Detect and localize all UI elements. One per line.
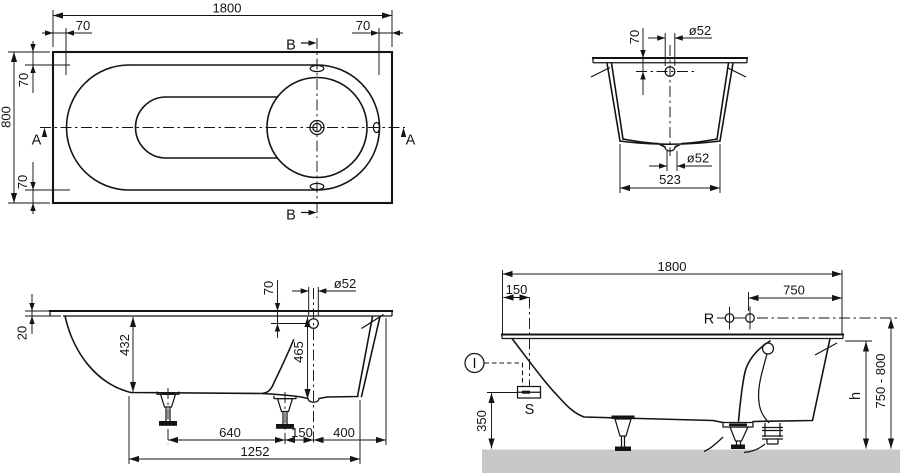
- tub-floor-outline: [134, 96, 278, 159]
- tub-walls: [606, 62, 734, 142]
- dim-label-ss-70: 70: [261, 281, 276, 295]
- dim-inst-supply-offset: 150: [503, 282, 530, 386]
- section-label-b-bottom: B: [286, 208, 296, 224]
- tub-profile: [511, 337, 831, 424]
- wall-break-mark: [814, 342, 838, 356]
- section-marker-a-left: A: [32, 127, 48, 149]
- dim-label-cs-drain-dia: ø52: [687, 151, 709, 166]
- dim-label-inst-150: 150: [506, 282, 528, 297]
- rim-break-marks: [590, 66, 747, 78]
- dim-plan-inset-left-top: 70: [16, 41, 70, 93]
- inner-end-wall: [737, 340, 771, 422]
- dim-label-ss-640: 640: [219, 425, 241, 440]
- inner-end-wall: [261, 339, 295, 395]
- dim-ss-bottom: 640 150 400 1252: [128, 318, 387, 464]
- dim-label-inset-top-left: 70: [76, 18, 90, 33]
- dim-plan-length: 1800: [52, 1, 393, 47]
- plan-view: A A B B 1800 70: [0, 1, 416, 224]
- tub-bottom: [619, 138, 721, 148]
- supply-label: S: [525, 402, 535, 418]
- installation-view: R I S 1800 150: [464, 259, 900, 473]
- dim-label-inset-top-right: 70: [356, 18, 370, 33]
- dim-label-inst-350: 350: [474, 410, 489, 432]
- drain-recess: [307, 398, 320, 403]
- dim-plan-inset-left-bottom: 70: [15, 162, 70, 214]
- dim-label-inset-left-bottom: 70: [15, 175, 30, 189]
- dim-inst-height-range: 750 - 800: [873, 318, 895, 449]
- dim-ss-overflow-offset: 70: [261, 280, 307, 338]
- section-marker-b-top: B: [286, 38, 317, 54]
- inlet-symbol: I: [464, 352, 524, 386]
- overflow-hole: [761, 342, 775, 355]
- dim-cs-overflow-offset: 70: [627, 28, 646, 95]
- supply-box: S: [516, 385, 542, 418]
- side-section-view: 20 432 70 ø52 465: [15, 276, 394, 464]
- dim-label-ss-1252: 1252: [241, 444, 270, 459]
- dim-ss-depth: 432: [117, 317, 137, 392]
- dim-inst-length: 1800: [502, 259, 843, 334]
- dim-plan-inset-top-left: 70: [42, 18, 92, 75]
- dim-label-inst-750: 750: [783, 283, 805, 298]
- floor-slab: [482, 449, 900, 473]
- dim-inst-fitting-offset: 750: [748, 283, 842, 311]
- foot-right: [273, 392, 297, 444]
- dim-label-plan-length: 1800: [213, 1, 242, 16]
- dim-label-cs-overflow-dia: ø52: [689, 23, 711, 38]
- dim-label-inst-range: 750 - 800: [873, 354, 888, 409]
- overflow-cable: [757, 353, 770, 424]
- cross-section-view: 70 ø52 ø52 523: [590, 23, 749, 193]
- dim-label-inst-1800: 1800: [658, 259, 687, 274]
- dim-label-ss-400: 400: [333, 425, 355, 440]
- drain-trap: [703, 423, 783, 454]
- dim-inst-supply-height: 350: [474, 392, 518, 449]
- dim-cs-drain-dia: ø52: [649, 151, 712, 171]
- section-label-a-right: A: [406, 133, 416, 149]
- foot-left: [611, 415, 635, 451]
- section-marker-b-bottom: B: [286, 208, 317, 224]
- drain-foot: [722, 421, 754, 449]
- dim-label-plan-width: 800: [0, 106, 14, 128]
- section-label-b-top: B: [286, 38, 296, 54]
- dim-label-ss-150: 150: [291, 425, 313, 440]
- fitting-label: R: [704, 312, 714, 328]
- dim-label-cs-base-width: 523: [659, 172, 681, 187]
- wall-break-mark: [361, 313, 384, 330]
- section-label-a-left: A: [32, 133, 42, 149]
- dim-label-inset-left-top: 70: [16, 73, 31, 87]
- dim-ss-overflow-dia: ø52: [292, 276, 356, 316]
- dim-label-ss-432: 432: [117, 334, 132, 356]
- tub-profile: [64, 315, 381, 400]
- foot-left: [156, 388, 180, 444]
- inlet-label: I: [472, 356, 476, 372]
- dim-inst-height: h: [845, 340, 872, 449]
- dim-label-inst-h: h: [848, 392, 864, 400]
- dim-ss-overflow-depth: 465: [291, 317, 311, 399]
- dim-cs-base-width: 523: [619, 144, 721, 193]
- dim-label-cs-70: 70: [627, 30, 642, 44]
- fitting-positions: R: [704, 306, 897, 330]
- dim-plan-width: 800: [0, 51, 50, 204]
- dim-label-ss-dia: ø52: [334, 276, 356, 291]
- dim-ss-rim-thickness: 20: [15, 294, 61, 340]
- dim-label-ss-465: 465: [291, 341, 306, 363]
- section-marker-a-right: A: [400, 127, 416, 149]
- dim-plan-inset-top-right: 70: [352, 18, 403, 75]
- dim-cs-overflow-dia: ø52: [648, 23, 712, 66]
- dim-label-ss-20: 20: [15, 326, 30, 340]
